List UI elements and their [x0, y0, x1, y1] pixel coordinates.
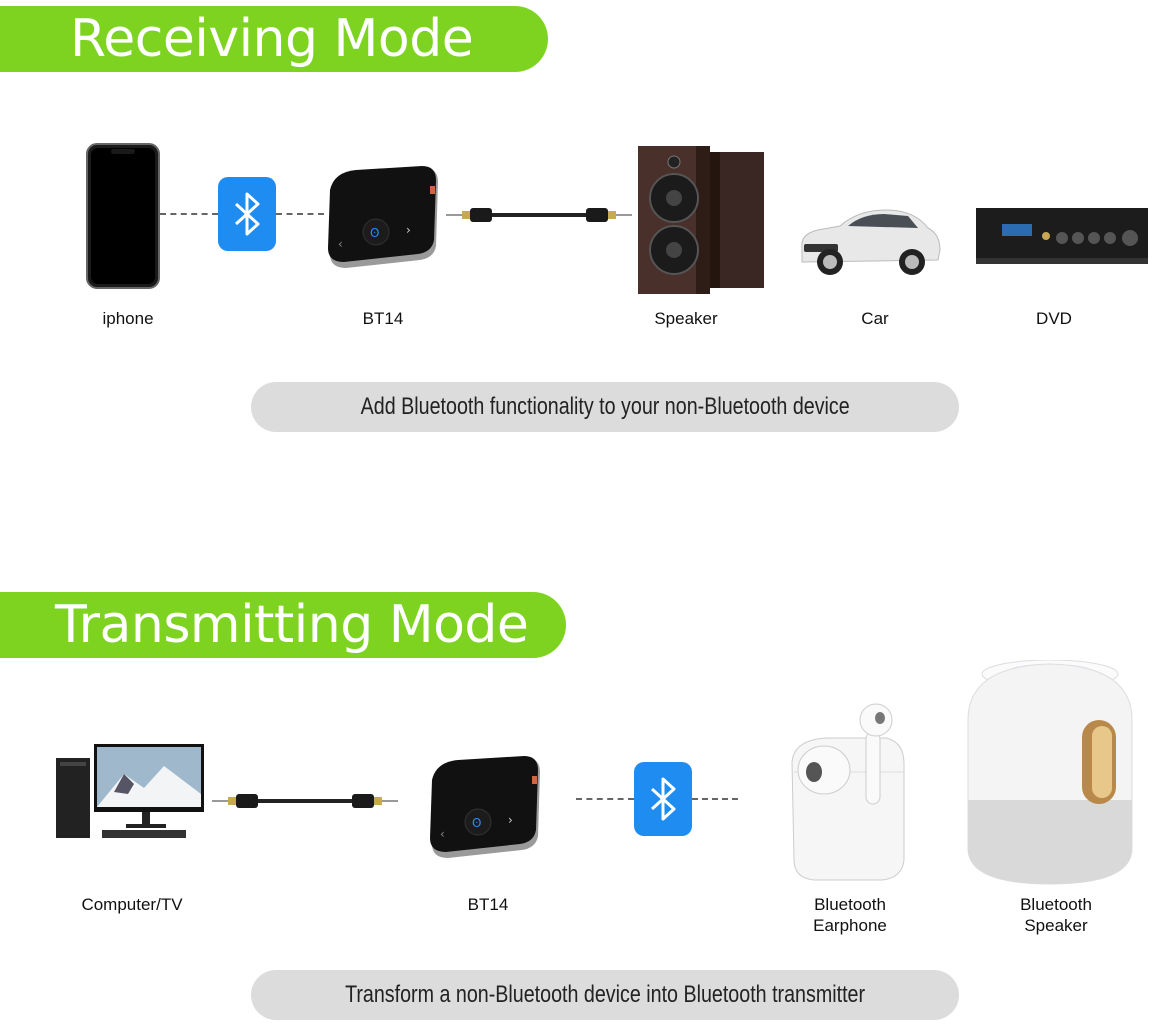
adapter-icon: ʘ › ‹ — [328, 166, 438, 268]
label-speaker: Speaker — [654, 309, 718, 328]
phone-icon — [86, 143, 160, 289]
bluetooth-badge — [634, 762, 692, 836]
wireless-link-line — [576, 798, 634, 800]
svg-text:‹: ‹ — [338, 237, 343, 251]
label-line: Earphone — [813, 916, 887, 935]
receiving-mode-title: Receiving Mode — [70, 9, 474, 69]
label-line: Bluetooth — [814, 895, 886, 914]
label-bluetooth-earphone: Bluetooth Earphone — [790, 894, 910, 936]
computer-icon — [56, 744, 204, 838]
transmitting-mode-banner: Transmitting Mode — [0, 592, 566, 658]
label-computer-tv: Computer/TV — [81, 895, 183, 914]
receiving-mode-banner: Receiving Mode — [0, 6, 548, 72]
label-dvd: DVD — [1036, 309, 1072, 328]
label-bt14: BT14 — [467, 895, 509, 914]
speaker-icon — [638, 146, 764, 294]
smart-speaker-icon — [967, 660, 1133, 885]
svg-text:ʘ: ʘ — [370, 226, 379, 240]
bluetooth-badge — [218, 177, 276, 251]
receiving-description-text: Add Bluetooth functionality to your non-… — [360, 393, 850, 420]
receiving-description: Add Bluetooth functionality to your non-… — [251, 382, 959, 432]
wireless-link-line — [692, 798, 738, 800]
transmitting-description-text: Transform a non-Bluetooth device into Bl… — [345, 981, 865, 1008]
wireless-link-line — [276, 213, 324, 215]
transmitting-mode-title: Transmitting Mode — [55, 595, 529, 655]
transmitting-description: Transform a non-Bluetooth device into Bl… — [251, 970, 959, 1020]
label-car: Car — [861, 309, 889, 328]
earphone-icon — [791, 703, 905, 881]
wireless-link-line — [160, 213, 218, 215]
car-icon — [801, 209, 941, 275]
bluetooth-icon — [234, 192, 260, 236]
svg-text:ʘ: ʘ — [472, 816, 481, 830]
bluetooth-icon — [650, 777, 676, 821]
label-iphone: iphone — [102, 309, 154, 328]
label-line: Bluetooth — [1020, 895, 1092, 914]
label-bt14: BT14 — [362, 309, 404, 328]
label-line: Speaker — [1024, 916, 1088, 935]
svg-text:‹: ‹ — [440, 827, 445, 841]
aux-cable-icon — [446, 208, 632, 222]
aux-cable-icon — [212, 794, 398, 808]
adapter-icon: ʘ › ‹ — [430, 756, 540, 858]
svg-text:›: › — [508, 813, 513, 827]
label-bluetooth-speaker: Bluetooth Speaker — [996, 894, 1116, 936]
svg-text:›: › — [406, 223, 411, 237]
amplifier-icon — [976, 208, 1148, 264]
